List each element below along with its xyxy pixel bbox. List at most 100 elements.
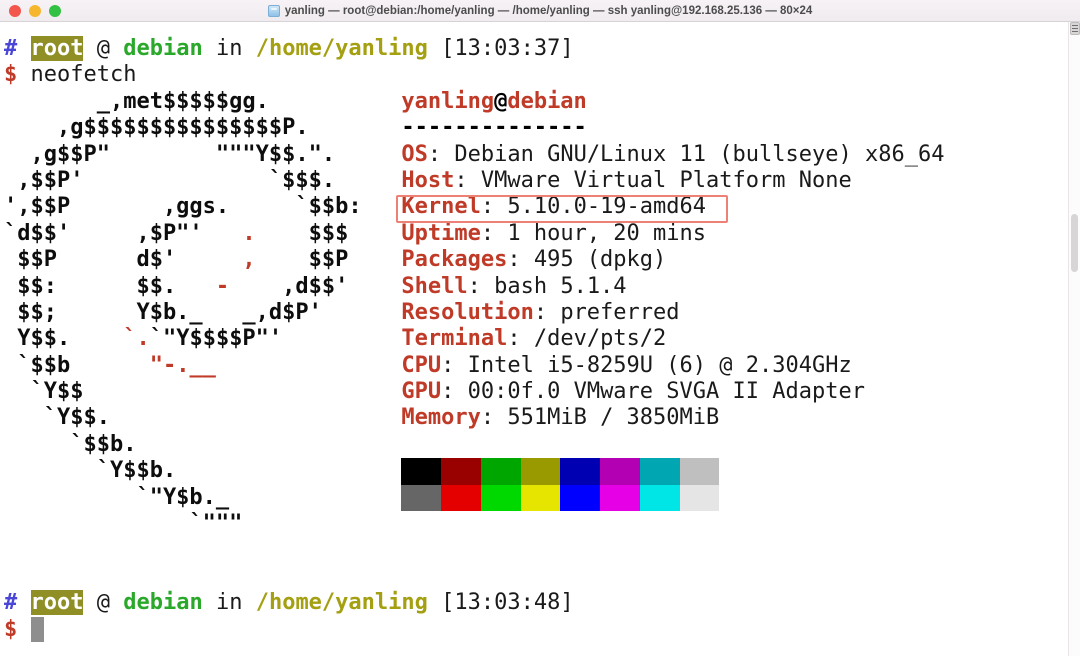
ansi-color-swatch: [679, 458, 720, 485]
close-button[interactable]: [9, 4, 21, 17]
terminal-cursor: [30, 616, 44, 642]
text-run: : 551MiB / 3850MiB: [480, 405, 720, 431]
terminal-line: `"Y$b._: [4, 484, 1068, 512]
text-run: `Y$$: [4, 379, 84, 405]
text-run: [348, 247, 401, 272]
terminal-line: `Y$$b.: [4, 458, 1068, 485]
text-run: $$$: [255, 220, 349, 246]
text-run: `.: [123, 326, 150, 352]
scrollbar-track[interactable]: [1068, 22, 1080, 656]
text-run: [269, 89, 401, 114]
ansi-color-swatch: [600, 484, 640, 512]
text-run: CPU: [401, 352, 442, 378]
text-run: yanling: [401, 88, 495, 114]
traffic-lights: [9, 4, 61, 17]
text-run: : 1 hour, 20 mins: [480, 220, 707, 246]
text-run: $$P: [255, 247, 349, 273]
text-run: [83, 379, 401, 404]
text-run: Packages: [401, 247, 508, 273]
window-proxy-icon: [267, 5, 280, 17]
terminal-line: `Y$$. Memory: 551MiB / 3850MiB: [4, 405, 1068, 431]
terminal-line: Y$$. `.`"Y$$$$P"' Terminal: /dev/pts/2: [4, 326, 1068, 352]
text-run: : 5.10.0-19-amd64: [480, 194, 707, 220]
text-run: .: [242, 220, 256, 246]
text-run: root: [30, 36, 84, 61]
text-run: ,: [242, 247, 256, 273]
text-run: [17, 590, 30, 615]
text-run: [110, 405, 401, 430]
text-run: /home/yanling: [255, 590, 428, 616]
text-run: `$$b: [4, 352, 150, 378]
terminal-line: [4, 537, 1068, 563]
text-run: `$$b.: [4, 431, 137, 457]
window-title: yanling — root@debian:/home/yanling — /h…: [284, 5, 813, 17]
text-run: : Intel i5-8259U (6) @ 2.304GHz: [441, 352, 852, 378]
terminal-line: $$P d$' , $$P Packages: 495 (dpkg): [4, 247, 1068, 273]
text-run: OS: [401, 141, 428, 167]
text-run: @: [494, 88, 508, 114]
text-run: Y$$.: [4, 326, 124, 352]
text-run: [348, 274, 401, 299]
text-run: debian: [123, 36, 203, 61]
text-run: : preferred: [533, 299, 680, 325]
terminal-output[interactable]: # root @ debian in /home/yanling [13:03:…: [0, 22, 1068, 656]
text-run: in: [202, 590, 256, 616]
ansi-color-swatch: [560, 484, 601, 512]
text-run: Host: [401, 167, 455, 193]
text-run: "-.__: [149, 352, 216, 378]
text-run: /home/yanling: [255, 36, 428, 61]
text-run: $$P d$': [4, 247, 243, 273]
text-run: --------------: [401, 115, 587, 141]
text-run: debian: [123, 590, 203, 616]
terminal-line: ,g$$$$$$$$$$$$$$$P. --------------: [4, 115, 1068, 141]
text-run: [348, 221, 401, 246]
zoom-button[interactable]: [49, 4, 61, 17]
ansi-color-swatch: [401, 484, 442, 512]
text-run: #: [4, 36, 18, 61]
text-run: Kernel: [401, 194, 481, 220]
text-run: $: [4, 62, 18, 88]
text-run: [216, 353, 401, 378]
text-run: $: [4, 616, 18, 642]
text-run: -: [215, 273, 230, 299]
ansi-color-swatch: [480, 484, 521, 512]
text-run: ,$$P' `$$$.: [4, 167, 336, 193]
minimize-button[interactable]: [29, 4, 41, 17]
ansi-color-swatch: [520, 484, 561, 512]
terminal-line: ,$$P' `$$$. Host: VMware Virtual Platfor…: [4, 168, 1068, 194]
text-run: Uptime: [401, 220, 481, 246]
scrollbar-marker-icon[interactable]: [1070, 22, 1080, 35]
text-run: [13:03:48]: [427, 590, 574, 616]
text-run: $$: $$.: [4, 273, 216, 299]
title-bar: yanling — root@debian:/home/yanling — /h…: [0, 0, 1080, 22]
scrollbar-thumb[interactable]: [1071, 214, 1078, 272]
text-run: ,d$$': [229, 273, 349, 299]
text-run: : /dev/pts/2: [507, 326, 667, 352]
ansi-color-swatch: [639, 458, 680, 485]
text-run: #: [4, 590, 18, 616]
text-run: [282, 326, 401, 351]
text-run: [322, 300, 401, 325]
text-run: [17, 617, 30, 642]
terminal-line: ,g$$P" """Y$$.". OS: Debian GNU/Linux 11…: [4, 142, 1068, 168]
terminal-line: $ neofetch: [4, 62, 1068, 88]
text-run: [362, 194, 402, 219]
text-run: `Y$$.: [4, 405, 110, 431]
terminal-line: ',$$P ,ggs. `$$b: Kernel: 5.10.0-19-amd6…: [4, 194, 1068, 220]
text-run: [13:03:37]: [427, 36, 574, 61]
text-run: `""": [4, 511, 243, 537]
text-run: : bash 5.1.4: [467, 273, 627, 299]
text-run: GPU: [401, 379, 442, 405]
terminal-line: [4, 564, 1068, 590]
text-run: root: [30, 590, 84, 616]
text-run: debian: [507, 88, 587, 114]
terminal-line: `Y$$ GPU: 00:0f.0 VMware SVGA II Adapter: [4, 379, 1068, 405]
text-run: `"Y$b._: [4, 484, 230, 510]
ansi-color-swatch: [520, 458, 561, 485]
ansi-color-swatch: [639, 484, 680, 512]
text-run: $$; Y$b._ _,d$P': [4, 299, 322, 325]
text-run: ,g$$P" """Y$$.".: [4, 141, 336, 167]
terminal-line: `d$$' ,$P"' . $$$ Uptime: 1 hour, 20 min…: [4, 221, 1068, 247]
ansi-color-swatch: [441, 458, 481, 485]
